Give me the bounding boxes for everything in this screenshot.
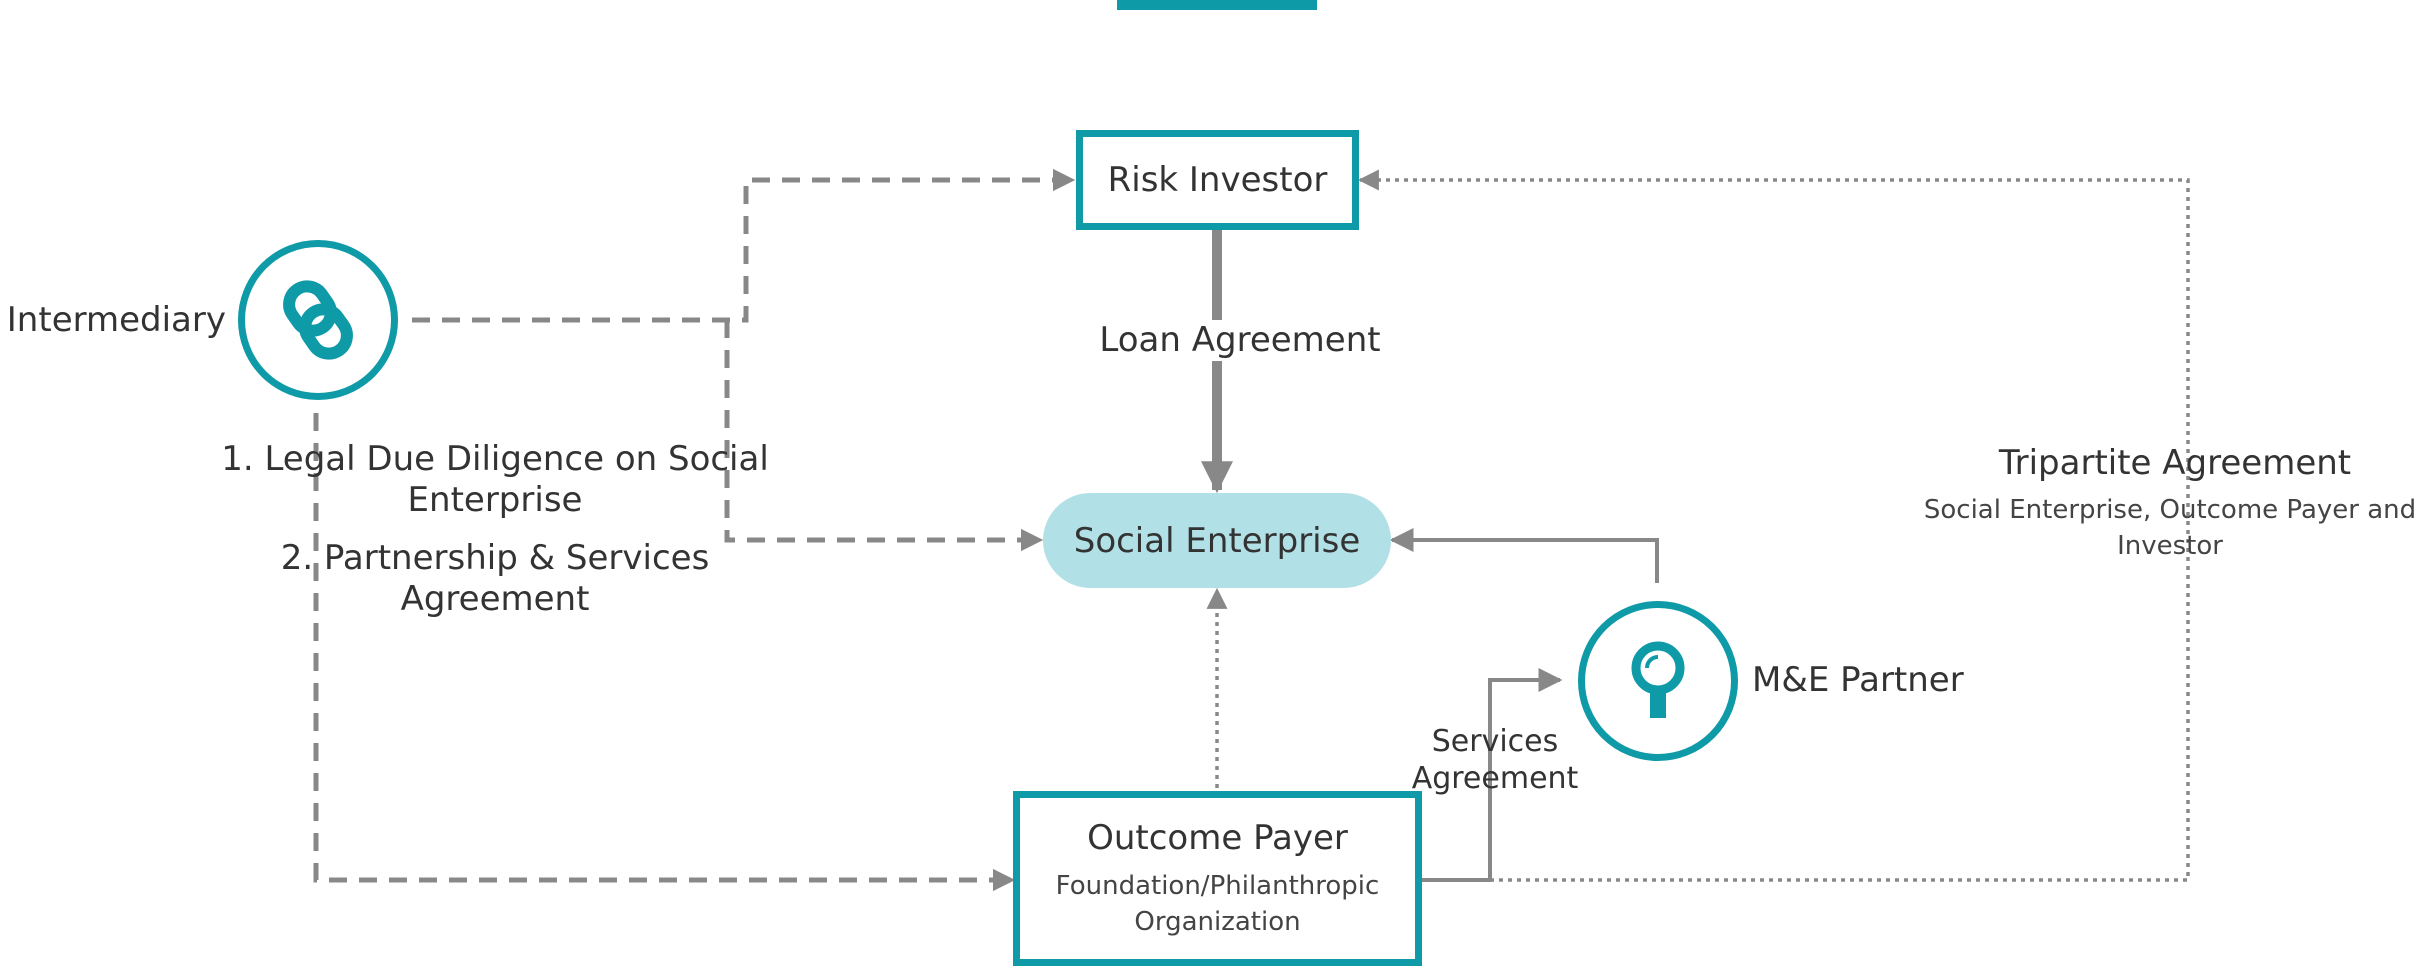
social-enterprise-title: Social Enterprise (1073, 520, 1361, 561)
intermediary-to-outcome-payer-arrow (313, 413, 1016, 892)
me-partner-to-social-enterprise-arrow (1389, 528, 1659, 583)
intermediary-node[interactable] (238, 240, 398, 400)
outcome-payer-title: Outcome Payer (1087, 817, 1348, 858)
services-agreement-arrow (1420, 668, 1563, 882)
risk-investor-node[interactable]: Risk Investor (1076, 130, 1359, 230)
loan-agreement-label: Loan Agreement (1060, 320, 1420, 361)
intermediary-agreement-item2-line2: Agreement (400, 579, 590, 619)
services-agreement-label-line2: Agreement (1411, 761, 1579, 796)
intermediary-to-social-enterprise-arrow (724, 320, 1044, 552)
outcome-payer-node[interactable]: Outcome Payer Foundation/Philanthropic O… (1013, 791, 1422, 966)
tripartite-agreement-desc-line1: Social Enterprise, Outcome Payer and (1923, 495, 2417, 525)
me-partner-label: M&E Partner (1752, 660, 1964, 700)
chain-link-icon (283, 280, 353, 360)
intermediary-to-risk-investor-arrow (412, 168, 1076, 323)
magnifier-icon (1631, 641, 1685, 718)
tripartite-agreement-arrow (1357, 169, 2190, 882)
tripartite-agreement-desc-line2: Investor (2117, 531, 2223, 561)
services-agreement-label-line1: Services (1431, 724, 1559, 759)
social-enterprise-node[interactable]: Social Enterprise (1043, 493, 1391, 588)
risk-investor-title: Risk Investor (1107, 160, 1328, 200)
tripartite-agreement-title: Tripartite Agreement (1998, 443, 2352, 483)
intermediary-agreement-item1-line2: Enterprise (407, 480, 583, 520)
intermediary-agreement-item2-line1: 2. Partnership & Services (280, 538, 710, 578)
outcome-payer-subtitle-line2: Organization (1134, 906, 1301, 937)
outcome-payer-subtitle-line1: Foundation/Philanthropic (1055, 870, 1380, 901)
me-partner-node[interactable] (1578, 601, 1738, 761)
intermediary-agreement-item1-line1: 1. Legal Due Diligence on Social (221, 439, 769, 479)
intermediary-label: Intermediary (6, 300, 226, 340)
top-accent-bar (1117, 0, 1317, 10)
